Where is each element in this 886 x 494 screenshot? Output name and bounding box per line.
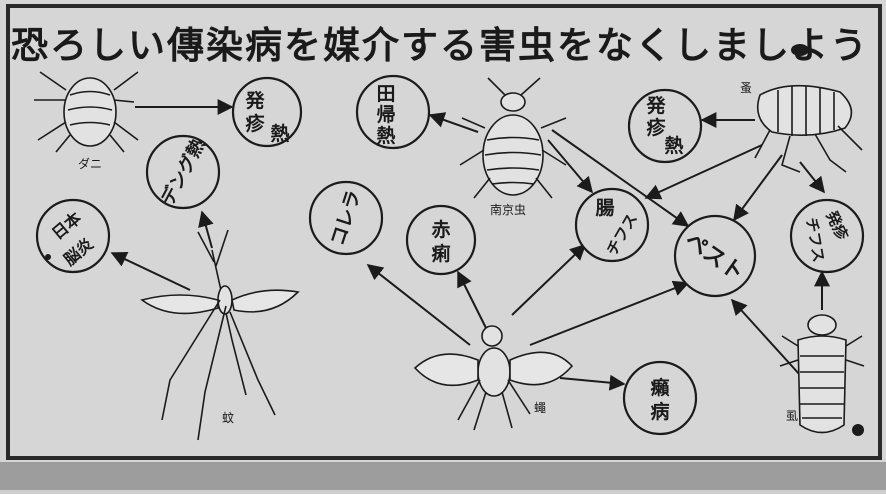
title-ink-blot bbox=[791, 44, 809, 56]
label-hasshin-top-2: 疹 bbox=[245, 112, 265, 135]
circle-encephalitis bbox=[35, 198, 111, 274]
arrow-fly-sekiri bbox=[457, 270, 488, 331]
arrow-fly-cholera bbox=[366, 264, 471, 346]
label-hasshin-right-3: 熱 bbox=[664, 134, 683, 157]
label-louse: 虱 bbox=[786, 409, 798, 423]
arrow-mosq-encephalitis bbox=[110, 251, 191, 291]
label-tsutsu-2: 帰 bbox=[376, 104, 395, 126]
circle-hasshin-typhus bbox=[789, 198, 865, 274]
arrow-fly-leprosy bbox=[559, 374, 626, 391]
circle-tsutsugamushi bbox=[355, 74, 431, 150]
arrows bbox=[110, 99, 830, 391]
label-leprosy-2: 病 bbox=[650, 400, 669, 423]
label-sekiri-2: 痢 bbox=[431, 242, 450, 265]
bedbug-illustration bbox=[459, 77, 567, 199]
poster-title: 恐ろしい傳染病を媒介する害虫をなくしましよう bbox=[11, 23, 869, 67]
label-hasshin-right-1: 発 bbox=[645, 94, 666, 117]
circle-hasshin-netsu-right bbox=[627, 88, 703, 164]
circle-sekiri bbox=[405, 204, 477, 276]
circle-pest bbox=[673, 214, 757, 298]
circle-dengue bbox=[145, 134, 221, 210]
louse-illustration bbox=[779, 314, 865, 434]
bottom-band bbox=[0, 462, 886, 490]
label-leprosy-1: 癩 bbox=[650, 376, 669, 399]
label-sekiri-1: 赤 bbox=[431, 219, 450, 241]
label-hasshin-top-1: 発 bbox=[244, 89, 265, 112]
label-mite: ダニ bbox=[78, 156, 102, 171]
disease-nodes bbox=[35, 74, 865, 436]
circle-cholera bbox=[308, 180, 384, 256]
arrow-bedbug-chou bbox=[547, 139, 594, 194]
poster-border bbox=[6, 4, 882, 460]
arrow-fly-chou bbox=[511, 243, 587, 316]
arrow-flea-pest bbox=[733, 154, 783, 222]
arrow-flea-chou bbox=[644, 144, 763, 200]
arrow-mosq-dengue bbox=[198, 210, 214, 249]
mite-illustration bbox=[34, 71, 139, 153]
encephalitis-ink-dot bbox=[45, 254, 51, 260]
fly-illustration bbox=[413, 325, 574, 431]
circle-leprosy bbox=[622, 360, 698, 436]
label-tsutsu-3: 熱 bbox=[376, 124, 395, 147]
corner-ink-dot bbox=[852, 424, 864, 436]
label-bedbug: 南京虫 bbox=[490, 202, 526, 217]
label-hasshin-top-3: 熱 bbox=[270, 122, 289, 145]
arrow-bedbug-pest bbox=[551, 129, 690, 227]
arrow-flea-typhus bbox=[799, 161, 825, 194]
insect-labels: ダニ 南京虫 蚤 蚊 蠅 虱 bbox=[78, 81, 798, 425]
arrow-fly-pest bbox=[529, 280, 690, 346]
circle-chou-typhus bbox=[574, 187, 650, 263]
label-chou-1: 腸 bbox=[595, 197, 614, 219]
mosquito-illustration bbox=[140, 229, 300, 441]
arrow-bedbug-tsutsugamushi bbox=[428, 112, 479, 133]
label-flea: 蚤 bbox=[740, 81, 752, 95]
label-mosquito: 蚊 bbox=[222, 410, 234, 425]
label-tsutsu-1: 田 bbox=[376, 83, 395, 105]
circle-hasshin-netsu-top bbox=[231, 76, 303, 148]
flea-illustration bbox=[754, 84, 863, 173]
label-hasshin-right-2: 疹 bbox=[646, 116, 666, 139]
label-fly: 蠅 bbox=[534, 401, 546, 415]
